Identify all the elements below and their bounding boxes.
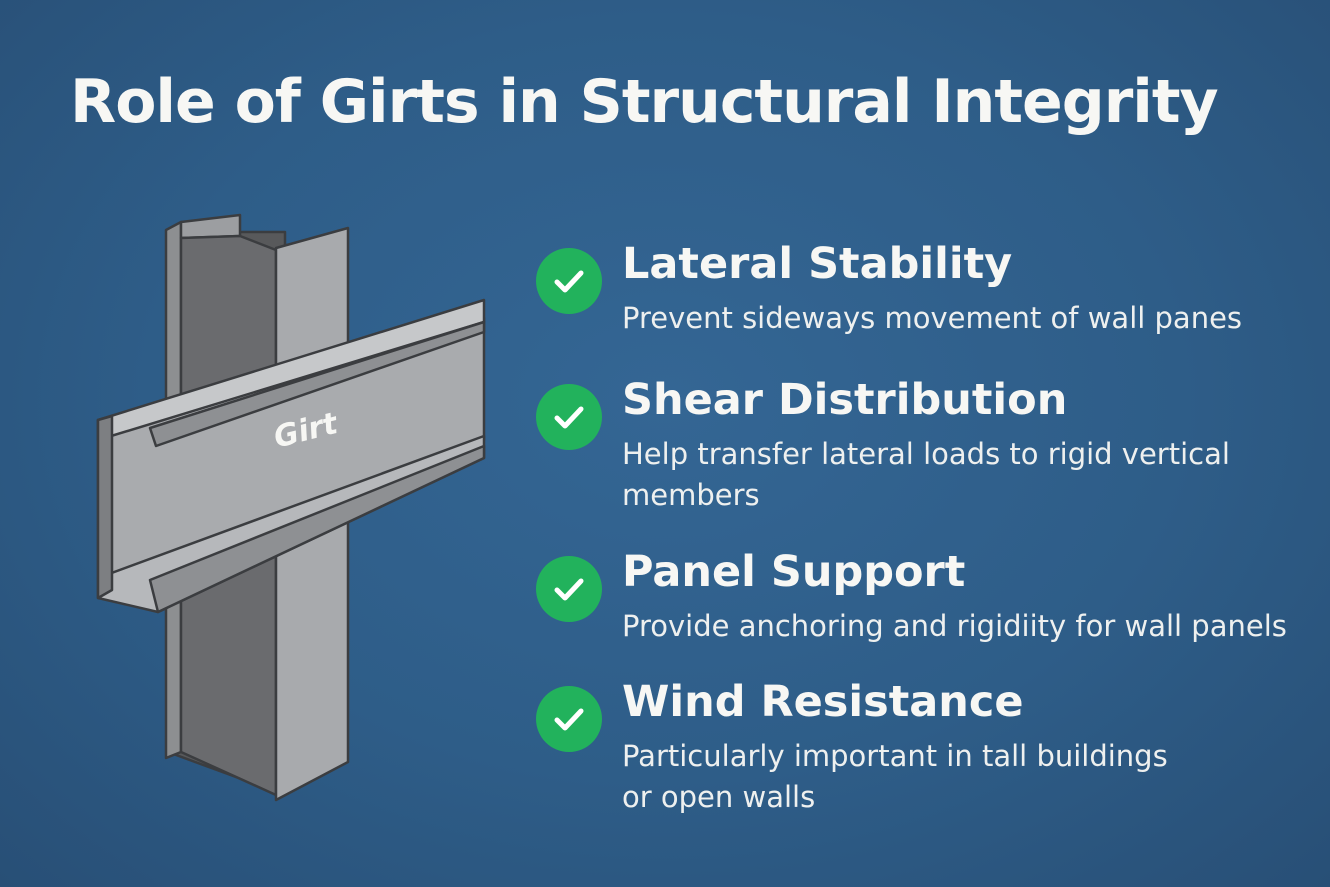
girt-top-lip xyxy=(148,320,486,448)
page-title: Role of Girts in Structural Integrity xyxy=(70,67,1219,137)
check-circle-icon xyxy=(536,248,602,314)
item-description-line-1: Particularly important in tall buildings xyxy=(622,739,1168,773)
item-description: Provide anchoring and rigidiity for wall… xyxy=(622,609,1287,643)
item-description: Prevent sideways movement of wall panes xyxy=(622,301,1243,335)
item-description-line-2: members xyxy=(622,478,760,512)
girt-diagram: Girt xyxy=(96,213,486,802)
item-title: Lateral Stability xyxy=(622,239,1013,289)
item-title: Shear Distribution xyxy=(622,375,1068,425)
item-title: Wind Resistance xyxy=(622,677,1024,727)
item-description-line-1: Help transfer lateral loads to rigid ver… xyxy=(622,437,1230,471)
column-web-top xyxy=(179,213,242,240)
girt-end-face xyxy=(96,414,114,600)
item-description-line-2: or open walls xyxy=(622,780,816,814)
item-title: Panel Support xyxy=(622,547,966,597)
girt-bottom-lip xyxy=(148,444,486,614)
check-circle-icon xyxy=(536,686,602,752)
check-circle-icon xyxy=(536,556,602,622)
check-circle-icon xyxy=(536,384,602,450)
